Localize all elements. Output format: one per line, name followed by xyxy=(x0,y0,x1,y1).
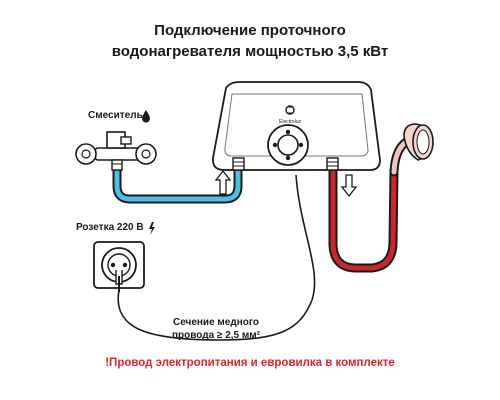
brand-name: Electrolux xyxy=(279,119,301,125)
mixer-label: Смеситель xyxy=(88,110,143,121)
lightning-icon xyxy=(149,222,155,235)
power-cable xyxy=(117,174,316,341)
control-knob xyxy=(267,124,309,166)
title-line-2: водонагревателя мощностью 3,5 кВт xyxy=(111,43,389,60)
hot-water-hose xyxy=(328,165,399,273)
outlet-fitting xyxy=(326,157,339,171)
brand-logo: Electrolux xyxy=(279,105,301,125)
inlet-fitting xyxy=(232,157,245,171)
arrow-down-icon xyxy=(340,174,358,198)
title-line-1: Подключение проточного xyxy=(154,22,346,39)
cable-section-line-2: провода ≥ 2,5 мм² xyxy=(171,330,260,341)
diagram-title: Подключение проточного водонагревателя м… xyxy=(0,20,500,62)
cable-section-label: Сечение медного провода ≥ 2,5 мм² xyxy=(160,316,272,342)
included-items-note: !Провод электропитания и евровилка в ком… xyxy=(105,357,395,369)
water-heater: Electrolux xyxy=(212,81,381,171)
arrow-up-icon xyxy=(214,169,232,195)
socket-label: Розетка 220 В xyxy=(76,222,144,233)
cable-section-line-1: Сечение медного xyxy=(172,317,260,328)
shower-head xyxy=(403,123,434,161)
wall-socket xyxy=(93,241,145,292)
water-drop-icon xyxy=(142,110,150,123)
mixer-faucet xyxy=(75,131,157,171)
